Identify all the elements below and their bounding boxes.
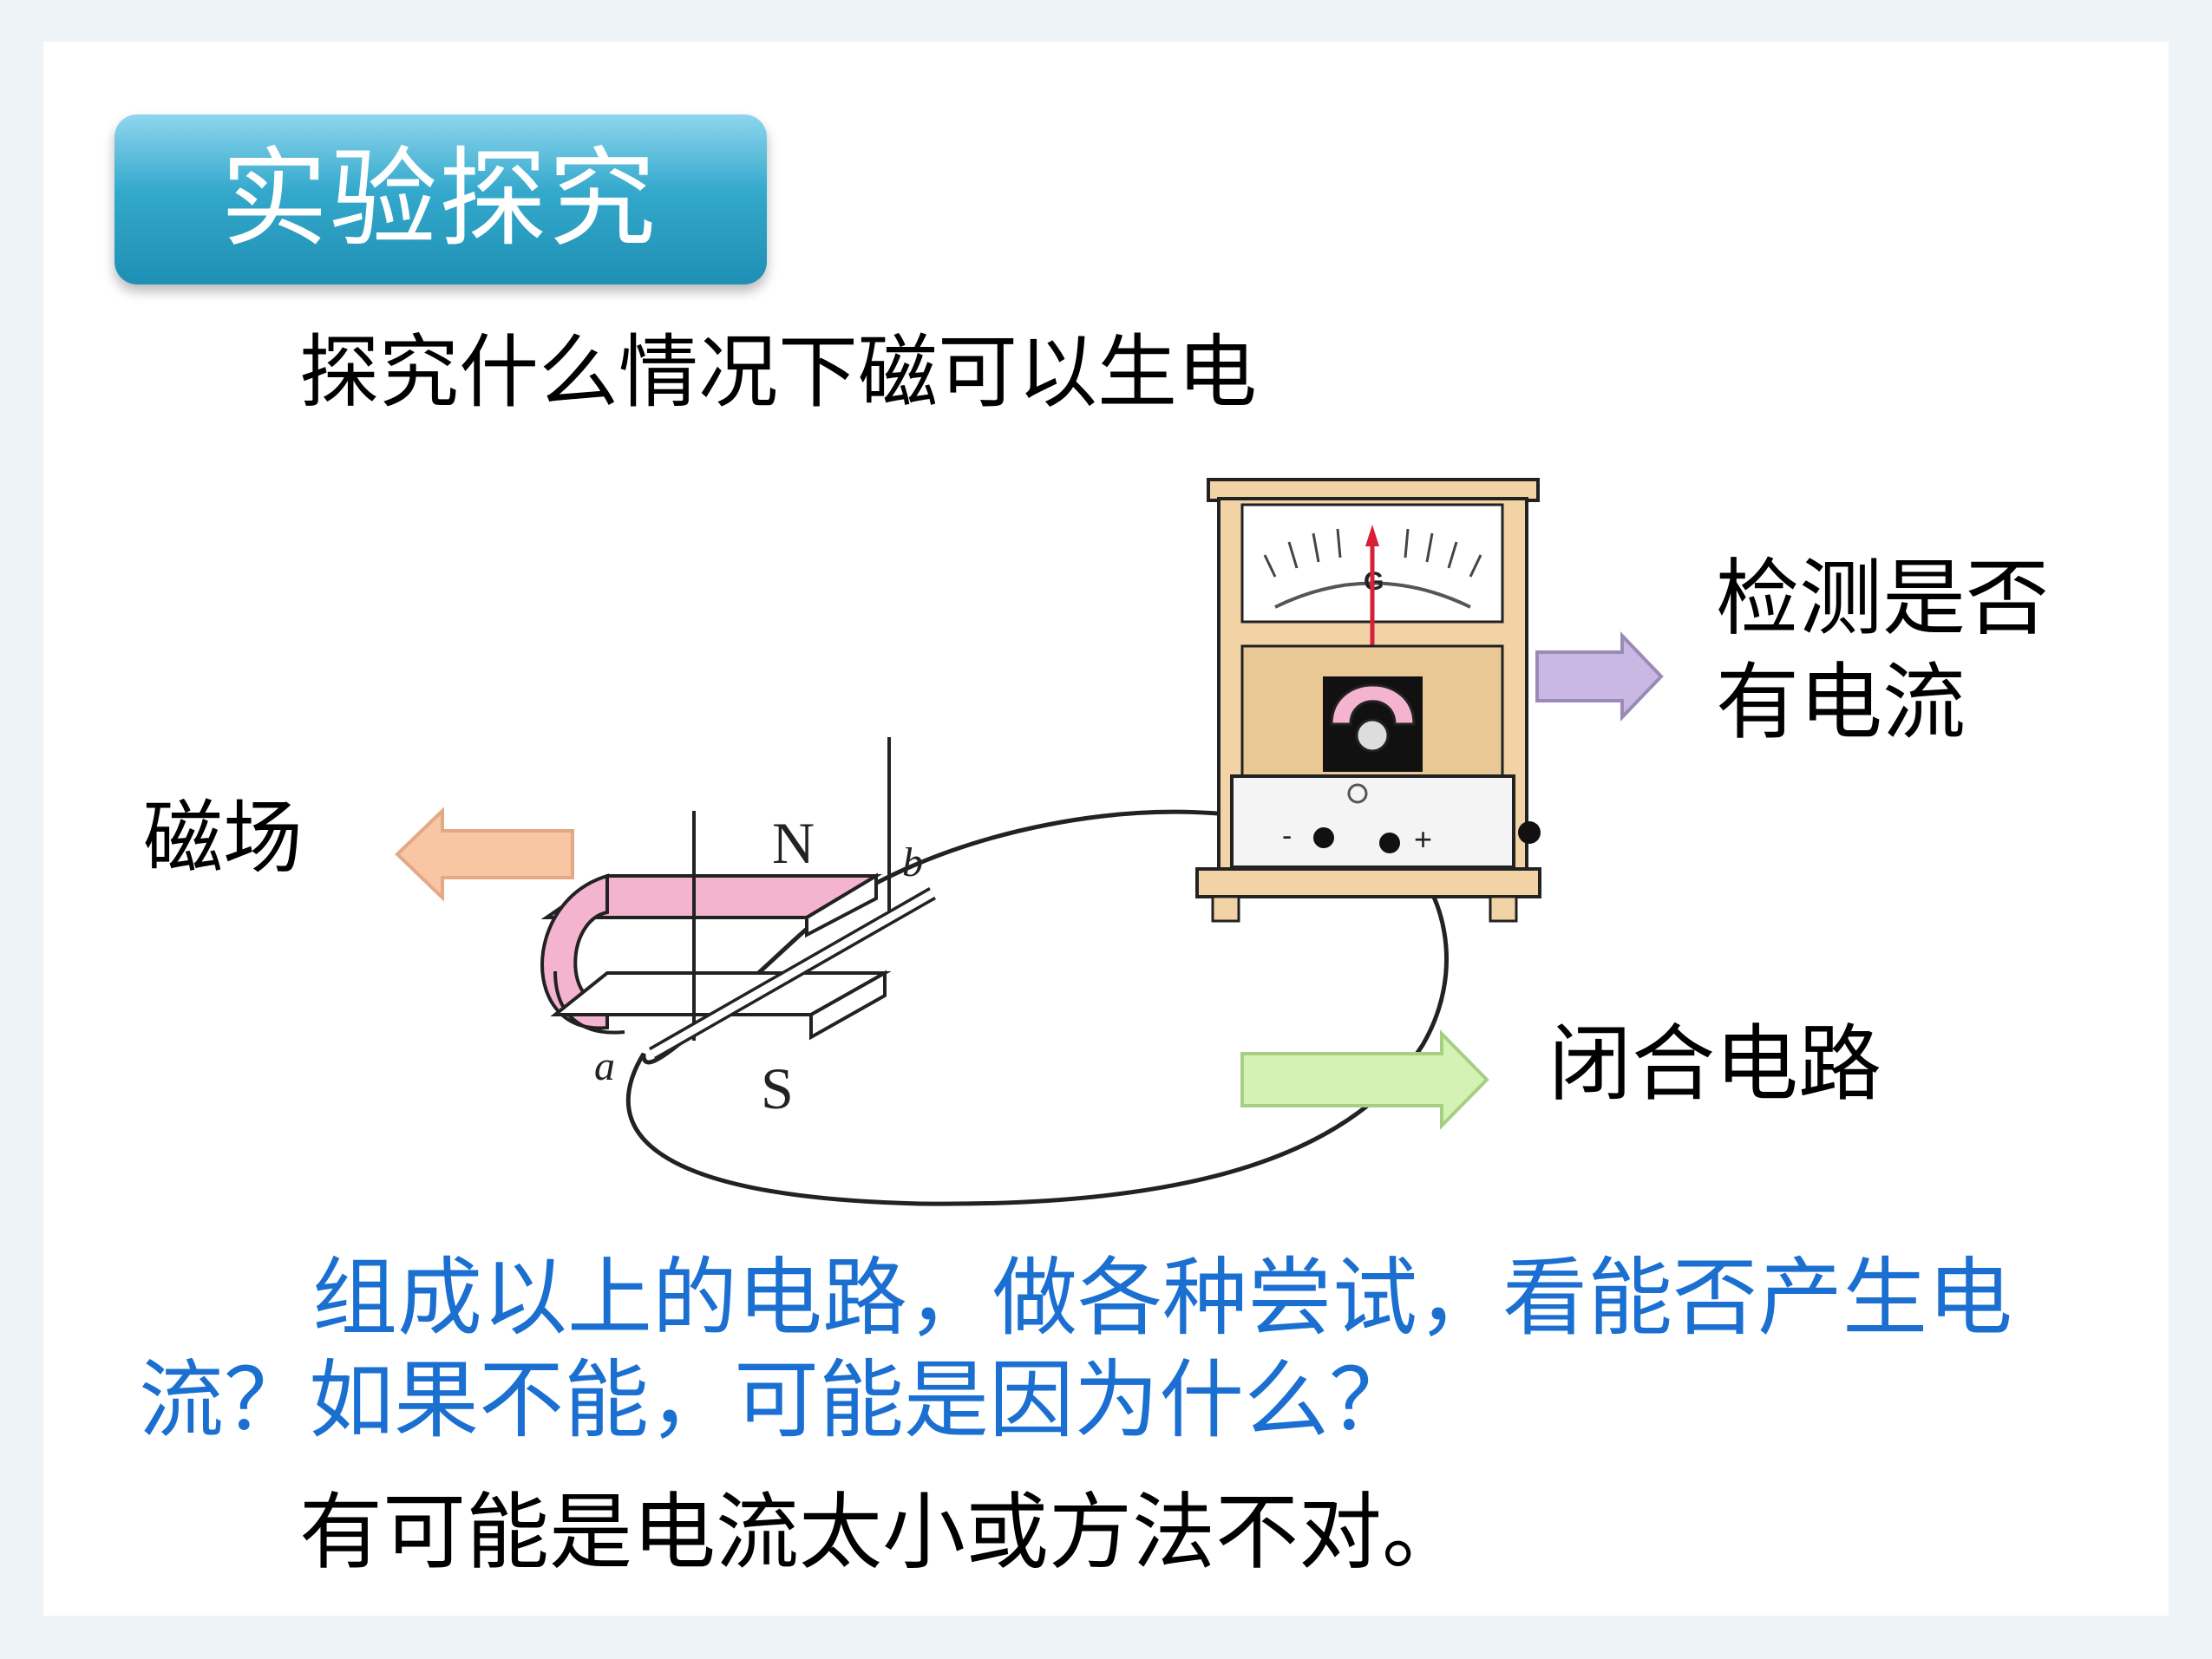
meter-needle-tip	[1365, 525, 1379, 546]
meter-scale-ticks	[1263, 528, 1482, 578]
arrow-to-circuit-label	[1240, 1029, 1489, 1130]
arrow-to-field-label	[395, 807, 574, 902]
magnet-top-side	[805, 872, 878, 938]
terminal-plus	[1379, 833, 1400, 853]
slide-background	[43, 42, 2169, 1616]
wire-loop	[625, 809, 1449, 1206]
terminal-minus	[1313, 827, 1334, 848]
terminal-minus-label: -	[1282, 820, 1292, 852]
answer-text: 有可能是电流太小或方法不对。	[299, 1484, 1465, 1581]
magnetic-field-label: 磁场	[143, 792, 304, 885]
closed-circuit-label: 闭合电路	[1548, 1016, 1882, 1113]
letter-s: S	[761, 1055, 794, 1121]
meter-terminal-panel	[1230, 774, 1515, 869]
meter-inner-magnet	[1330, 683, 1416, 726]
magnet-bottom-side	[809, 970, 887, 1041]
magnet-bend-inner	[553, 970, 625, 1035]
question-text: 组成以上的电路，做各种尝试，看能否产生电流？如果不能，可能是因为什么？	[139, 1249, 2013, 1450]
meter-base	[1195, 867, 1541, 898]
terminal-plus-label: +	[1414, 821, 1432, 857]
title-badge: 实验探究	[115, 114, 767, 284]
meter-foot-left	[1211, 895, 1240, 923]
galvanometer-label: 检测是否有电流	[1716, 550, 2049, 751]
meter-foot-right	[1489, 895, 1518, 923]
galvanometer: G - +	[1195, 478, 1541, 923]
letter-n: N	[772, 810, 815, 876]
meter-side-knob	[1518, 821, 1541, 844]
conductor-rod-core	[650, 890, 935, 1057]
arrow-to-meter-label	[1535, 631, 1664, 722]
letter-b: b	[902, 839, 923, 885]
meter-coil	[1355, 718, 1390, 753]
subtitle: 探究什么情况下磁可以生电	[299, 326, 1258, 419]
meter-zero-knob	[1347, 783, 1368, 804]
letter-a: a	[594, 1043, 615, 1089]
